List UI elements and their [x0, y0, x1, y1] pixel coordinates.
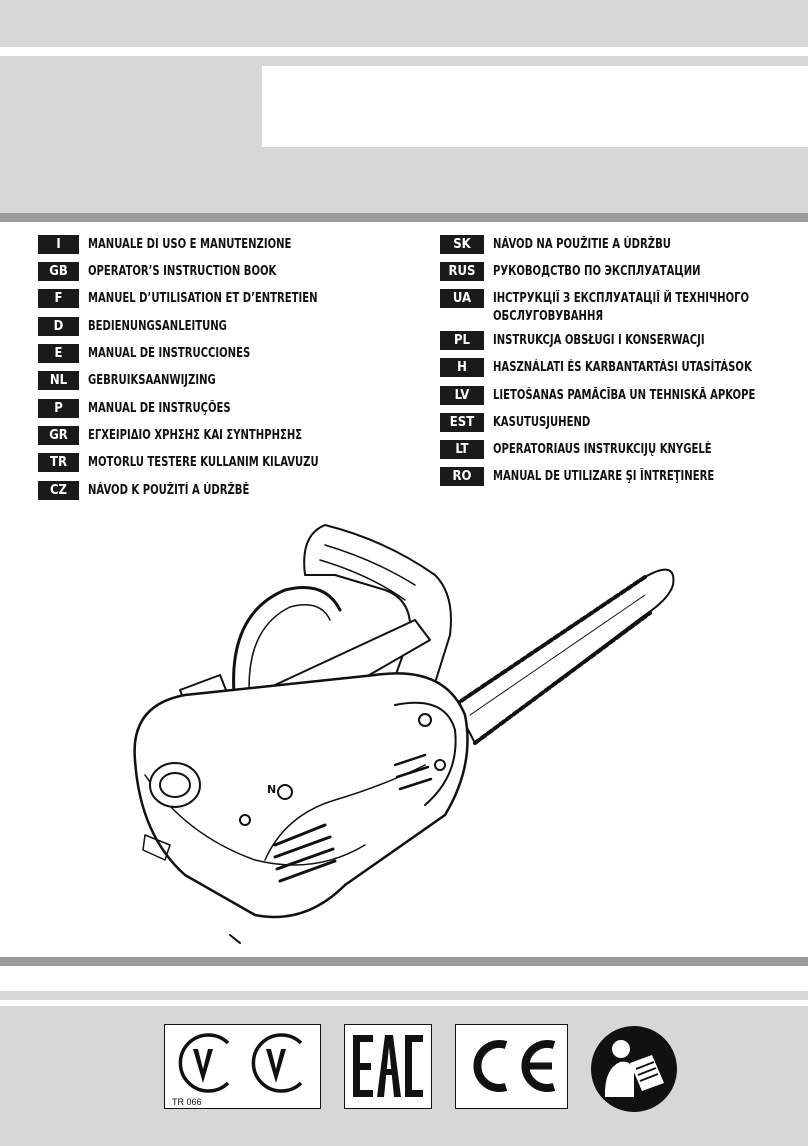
language-title: ΕΓΧΕΙΡΙΔΙΟ ΧΡΗΣΗΣ ΚΑΙ ΣΥΝΤΗΡΗΣΗΣ: [88, 428, 303, 443]
language-code: I: [38, 235, 79, 254]
language-code: F: [38, 289, 79, 308]
language-row-p: P MANUAL DE INSTRUÇÕES: [38, 399, 254, 418]
language-title: NÁVOD NA POUŽITIE A ÚDRŽBU: [493, 237, 671, 252]
language-code: SK: [440, 235, 484, 254]
language-row-pl: PL INSTRUKCJA OBSŁUGI I KONSERWACJI: [440, 331, 739, 350]
language-title-line-1: ІНСТРУКЦІЇ З ЕКСПЛУАТАЦІЇ Й ТЕХНІЧНОГО: [493, 291, 750, 306]
language-title: OPERATOR’S INSTRUCTION BOOK: [88, 264, 277, 279]
language-title: MANUAL DE UTILIZARE ŞI ÎNTREŢINERE: [493, 469, 715, 484]
language-row-ro: RO MANUAL DE UTILIZARE ŞI ÎNTREŢINERE: [440, 467, 750, 486]
read-manual-icon: [591, 1026, 677, 1112]
language-code: UA: [440, 289, 484, 308]
language-title: MANUAL DE INSTRUÇÕES: [88, 401, 231, 416]
language-title: ІНСТРУКЦІЇ З ЕКСПЛУАТАЦІЇ Й ТЕХНІЧНОГО О…: [493, 290, 749, 326]
ukrainian-conformity-mark: TR 066: [164, 1024, 321, 1109]
language-row-f: F MANUEL D’UTILISATION ET D’ENTRETIEN: [38, 289, 355, 308]
ce-mark-icon: [473, 1040, 556, 1092]
footer-band-thin: [0, 991, 808, 1000]
language-row-lv: LV LIETOŠANAS PAMĀCĪBA UN TEHNISKĀ APKOP…: [440, 386, 798, 405]
language-code: EST: [440, 413, 484, 432]
eac-mark: [344, 1024, 432, 1109]
top-handle: [303, 524, 452, 716]
guide-bar: [454, 568, 675, 744]
language-row-cz: CZ NÁVOD K POUŽITÍ A ÚDRŽBĚ: [38, 481, 276, 500]
header-stripe: [0, 213, 808, 222]
language-title: OPERATORIAUS INSTRUKCIJŲ KNYGELĖ: [493, 442, 712, 457]
eac-mark-icon: [353, 1035, 423, 1097]
tr-code-label: TR 066: [172, 1097, 202, 1107]
ukrainian-conformity-mark-icon: [178, 1033, 303, 1093]
language-code: LV: [440, 386, 484, 405]
language-row-d: D BEDIENUNGSANLEITUNG: [38, 317, 250, 336]
language-row-tr: TR MOTORLU TESTERE KULLANIM KILAVUZU: [38, 453, 356, 472]
language-row-est: EST KASUTUSJUHEND: [440, 413, 606, 432]
language-title: INSTRUKCJA OBSŁUGI I KONSERWACJI: [493, 333, 705, 348]
language-code: RUS: [440, 262, 484, 281]
language-code: RO: [440, 467, 484, 486]
language-row-it: I MANUALE DI USO E MANUTENZIONE: [38, 235, 325, 254]
rear-handle: [232, 586, 342, 707]
engine-body: [133, 672, 469, 919]
language-row-rus: RUS РУКОВОДСТВО ПО ЭКСПЛУАТАЦИИ: [440, 262, 734, 281]
language-title: HASZNÁLATI ÉS KARBANTARTÁSI UTASÍTÁSOK: [493, 360, 752, 375]
language-title: MANUEL D’UTILISATION ET D’ENTRETIEN: [88, 291, 318, 306]
language-code: TR: [38, 453, 79, 472]
language-title: LIETOŠANAS PAMĀCĪBA UN TEHNISKĀ APKOPE: [493, 388, 756, 403]
language-title: MANUALE DI USO E MANUTENZIONE: [88, 237, 292, 252]
footer-stripe: [0, 957, 808, 966]
filter-cover-logo: [149, 762, 201, 808]
language-code: GB: [38, 262, 79, 281]
language-code: LT: [440, 440, 484, 459]
language-title: РУКОВОДСТВО ПО ЭКСПЛУАТАЦИИ: [493, 264, 701, 279]
language-code: E: [38, 344, 79, 363]
language-code: D: [38, 317, 79, 336]
switch-letter: N: [267, 783, 276, 796]
chainsaw-illustration: N: [133, 524, 675, 944]
language-row-lt: LT OPERATORIAUS INSTRUKCIJŲ KNYGELĖ: [440, 440, 747, 459]
language-row-gb: GB OPERATOR’S INSTRUCTION BOOK: [38, 262, 307, 281]
ce-mark: [455, 1024, 568, 1109]
language-row-gr: GR ΕΓΧΕΙΡΙΔΙΟ ΧΡΗΣΗΣ ΚΑΙ ΣΥΝΤΗΡΗΣΗΣ: [38, 426, 337, 445]
language-code: GR: [38, 426, 79, 445]
language-code: H: [440, 358, 484, 377]
language-title: NÁVOD K POUŽITÍ A ÚDRŽBĚ: [88, 483, 250, 498]
language-row-nl: NL GEBRUIKSAANWIJZING: [38, 371, 237, 390]
header-band-top: [0, 0, 808, 47]
language-code: PL: [440, 331, 484, 350]
language-code: CZ: [38, 481, 79, 500]
language-row-sk: SK NÁVOD NA POUŽITIE A ÚDRŽBU: [440, 235, 700, 254]
language-title: GEBRUIKSAANWIJZING: [88, 373, 216, 388]
language-title-line-2: ОБСЛУГОВУВАННЯ: [493, 309, 604, 324]
language-title: MOTORLU TESTERE KULLANIM KILAVUZU: [88, 455, 319, 470]
title-box: [262, 66, 808, 147]
language-code: P: [38, 399, 79, 418]
language-row-ua: UA ІНСТРУКЦІЇ З ЕКСПЛУАТАЦІЇ Й ТЕХНІЧНОГ…: [440, 289, 791, 326]
language-row-h: H HASZNÁLATI ÉS KARBANTARTÁSI UTASÍTÁSOK: [440, 358, 794, 377]
language-title: MANUAL DE INSTRUCCIONES: [88, 346, 251, 361]
language-title: BEDIENUNGSANLEITUNG: [88, 319, 227, 334]
language-code: NL: [38, 371, 79, 390]
language-title: KASUTUSJUHEND: [493, 415, 591, 430]
language-row-e: E MANUAL DE INSTRUCCIONES: [38, 344, 277, 363]
